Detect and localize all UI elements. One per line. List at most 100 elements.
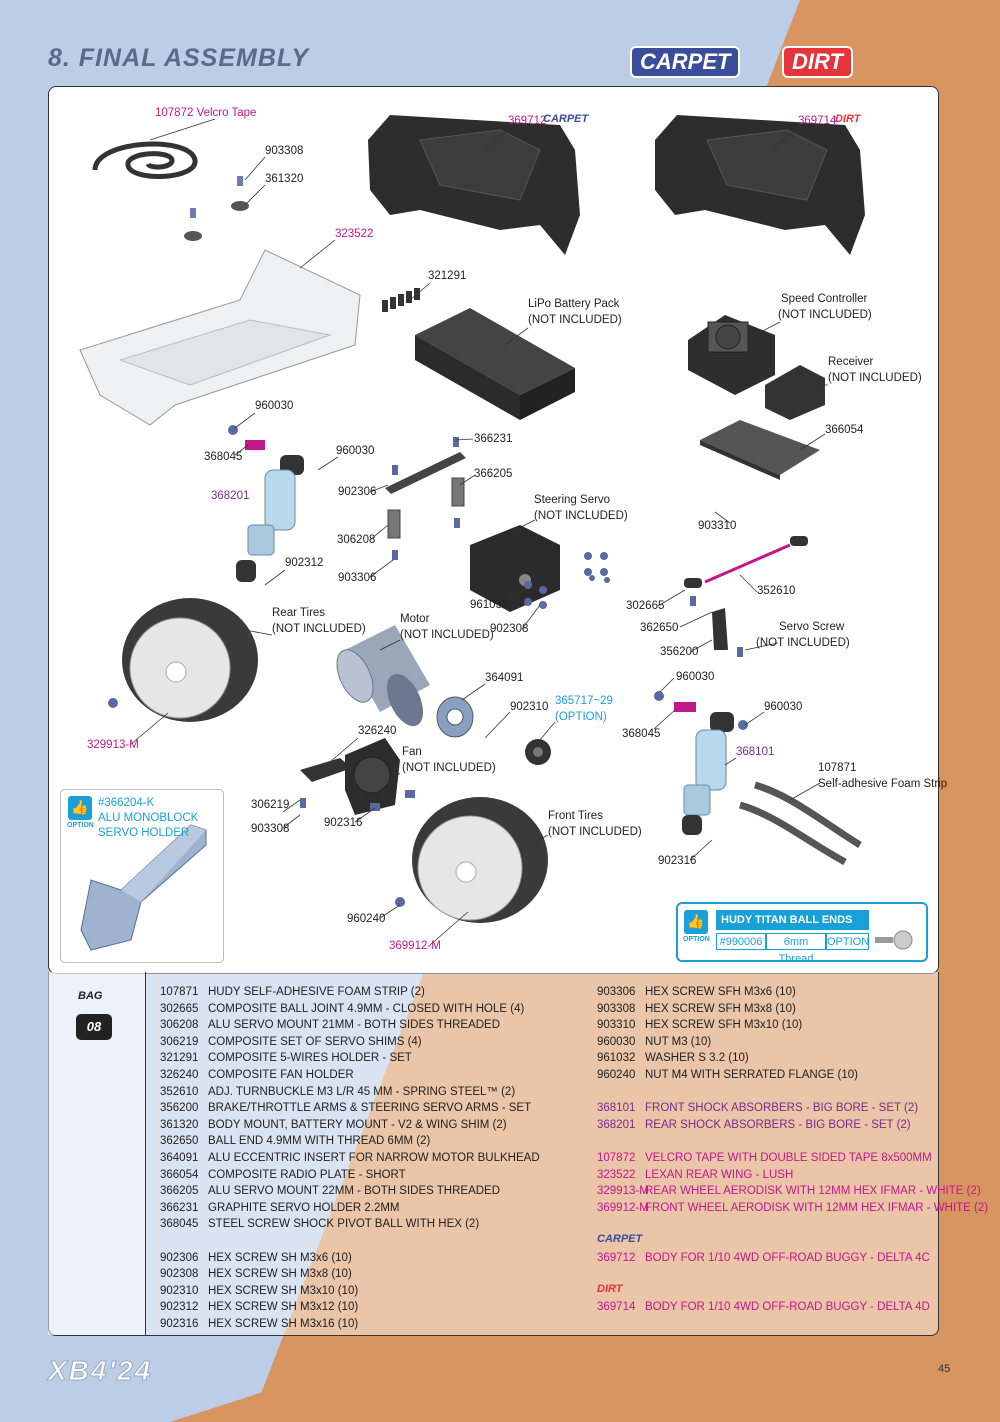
front-wheel-drawing (395, 797, 548, 923)
option-code: #366204-K (98, 797, 155, 809)
label-903306: 903306 (338, 572, 377, 584)
ball-end-drawing (875, 930, 913, 950)
hudy-tag: OPTION (826, 933, 869, 950)
label-903308: 903308 (265, 145, 304, 157)
label-903308-b: 903308 (251, 823, 290, 835)
label-rear-tires: Rear Tires (272, 607, 326, 619)
xb4-logo: XB4'24 (47, 1355, 153, 1387)
label-368045-a: 368045 (204, 451, 243, 463)
label-365717: 365717~29 (555, 695, 613, 707)
leader-lines (129, 118, 828, 946)
pinion-drawing (525, 739, 551, 765)
dirt-body-drawing (655, 115, 865, 255)
option-servo-holder-box (60, 789, 224, 963)
option-line2: SERVO HOLDER (98, 827, 190, 839)
thumbs-up-icon: 👍 (68, 796, 92, 820)
label-902310: 902310 (510, 701, 549, 713)
bag-label: BAG (78, 990, 103, 1002)
label-107871: 107871 (818, 762, 857, 774)
label-foam-strip: Self-adhesive Foam Strip (818, 778, 948, 790)
label-352610: 352610 (757, 585, 796, 597)
label-steering-servo: Steering Servo (534, 494, 611, 506)
turnbuckle-drawing (684, 536, 808, 588)
rear-shock-drawing (228, 425, 304, 582)
label-960240: 960240 (347, 913, 386, 925)
label-960030-c: 960030 (676, 671, 715, 683)
label-servo-screw: Servo Screw (779, 621, 845, 633)
body-mount-drawing (184, 176, 249, 241)
label-302665: 302665 (626, 600, 665, 612)
dirt-badge: DIRT (782, 46, 853, 78)
rear-wheel-drawing (108, 598, 258, 722)
receiver-drawing (765, 365, 825, 420)
label-option: (OPTION) (555, 711, 607, 723)
label-903310: 903310 (698, 520, 737, 532)
carpet-body-drawing (368, 115, 580, 255)
label-front-not-included: (NOT INCLUDED) (548, 826, 642, 838)
radio-plate-drawing (700, 420, 820, 480)
label-368045-b: 368045 (622, 728, 661, 740)
label-speed-not-included: (NOT INCLUDED) (778, 309, 872, 321)
hudy-option-icon-label: OPTION (683, 936, 710, 943)
label-362650: 362650 (640, 622, 679, 634)
parts-list-panel (48, 972, 939, 1336)
exploded-view-drawing (79, 115, 865, 946)
servo-holder-drawing-option (80, 824, 207, 951)
label-960030-d: 960030 (764, 701, 803, 713)
label-motor: Motor (400, 613, 430, 625)
thumbs-up-icon: 👍 (684, 910, 708, 934)
label-369912-m: 369912-M (389, 940, 441, 952)
label-speed-controller: Speed Controller (781, 293, 868, 305)
servo-arm-drawing (690, 596, 743, 657)
bag-number: 08 (76, 1014, 112, 1040)
hudy-title: HUDY TITAN BALL ENDS (716, 910, 869, 930)
label-364091: 364091 (485, 672, 524, 684)
label-lipo: LiPo Battery Pack (528, 298, 620, 310)
carpet-section-label: CARPET (597, 1232, 643, 1245)
label-receiver-not-included: (NOT INCLUDED) (828, 372, 922, 384)
label-366054: 366054 (825, 424, 864, 436)
page-title: 8. FINAL ASSEMBLY (48, 44, 310, 72)
label-366205: 366205 (474, 468, 513, 480)
label-dirt-tag: DIRT (835, 113, 861, 125)
foam-strip-drawing (739, 781, 862, 866)
label-961032: 961032 (470, 599, 509, 611)
label-902316-b: 902316 (658, 855, 697, 867)
label-960030-a: 960030 (255, 400, 294, 412)
label-902308: 902308 (490, 623, 529, 635)
option-line1: ALU MONOBLOCK (98, 812, 199, 824)
label-velcro-tape: 107872 Velcro Tape (155, 107, 257, 119)
label-fan: Fan (402, 746, 422, 758)
label-366231: 366231 (474, 433, 513, 445)
rear-wing-drawing (79, 249, 361, 426)
dirt-section-label: DIRT (597, 1282, 623, 1295)
label-motor-not-included: (NOT INCLUDED) (400, 629, 494, 641)
label-carpet-tag: CARPET (543, 113, 589, 125)
parts-row (160, 1233, 540, 1250)
label-receiver: Receiver (828, 356, 874, 368)
washers-drawing (524, 552, 610, 609)
